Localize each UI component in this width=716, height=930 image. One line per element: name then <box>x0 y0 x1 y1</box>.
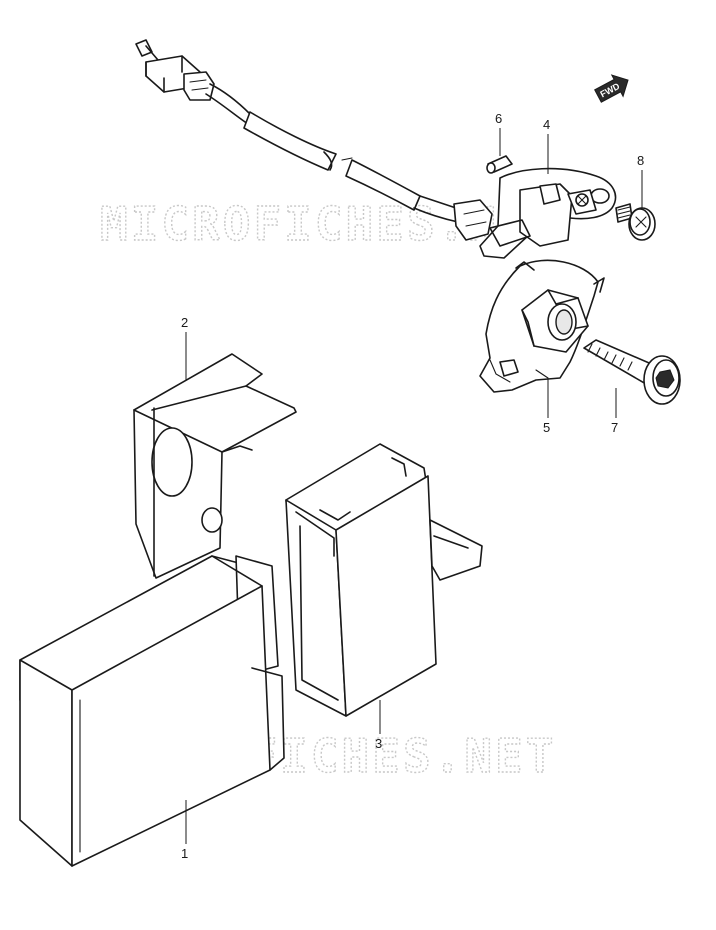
part-8-screw <box>615 203 656 241</box>
callout-4: 4 <box>543 117 550 132</box>
callout-6: 6 <box>495 111 502 126</box>
part-4-sensor <box>479 167 617 259</box>
part-2-bracket <box>133 353 297 579</box>
callout-3: 3 <box>375 736 382 751</box>
part-1-igniter-unit <box>19 555 285 867</box>
wire-harness <box>135 39 493 241</box>
callout-1: 1 <box>181 846 188 861</box>
callout-5: 5 <box>543 420 550 435</box>
part-5-plate <box>479 259 605 393</box>
callout-2: 2 <box>181 315 188 330</box>
part-6-pin <box>486 155 513 174</box>
leader-lines <box>185 128 643 844</box>
part-3-cover <box>285 443 483 717</box>
callout-7: 7 <box>611 420 618 435</box>
part-7-bolt <box>583 339 681 405</box>
callout-labels: 1 2 3 4 5 6 7 8 <box>181 111 644 861</box>
fwd-arrow-icon: FWD <box>594 74 629 103</box>
callout-8: 8 <box>637 153 644 168</box>
